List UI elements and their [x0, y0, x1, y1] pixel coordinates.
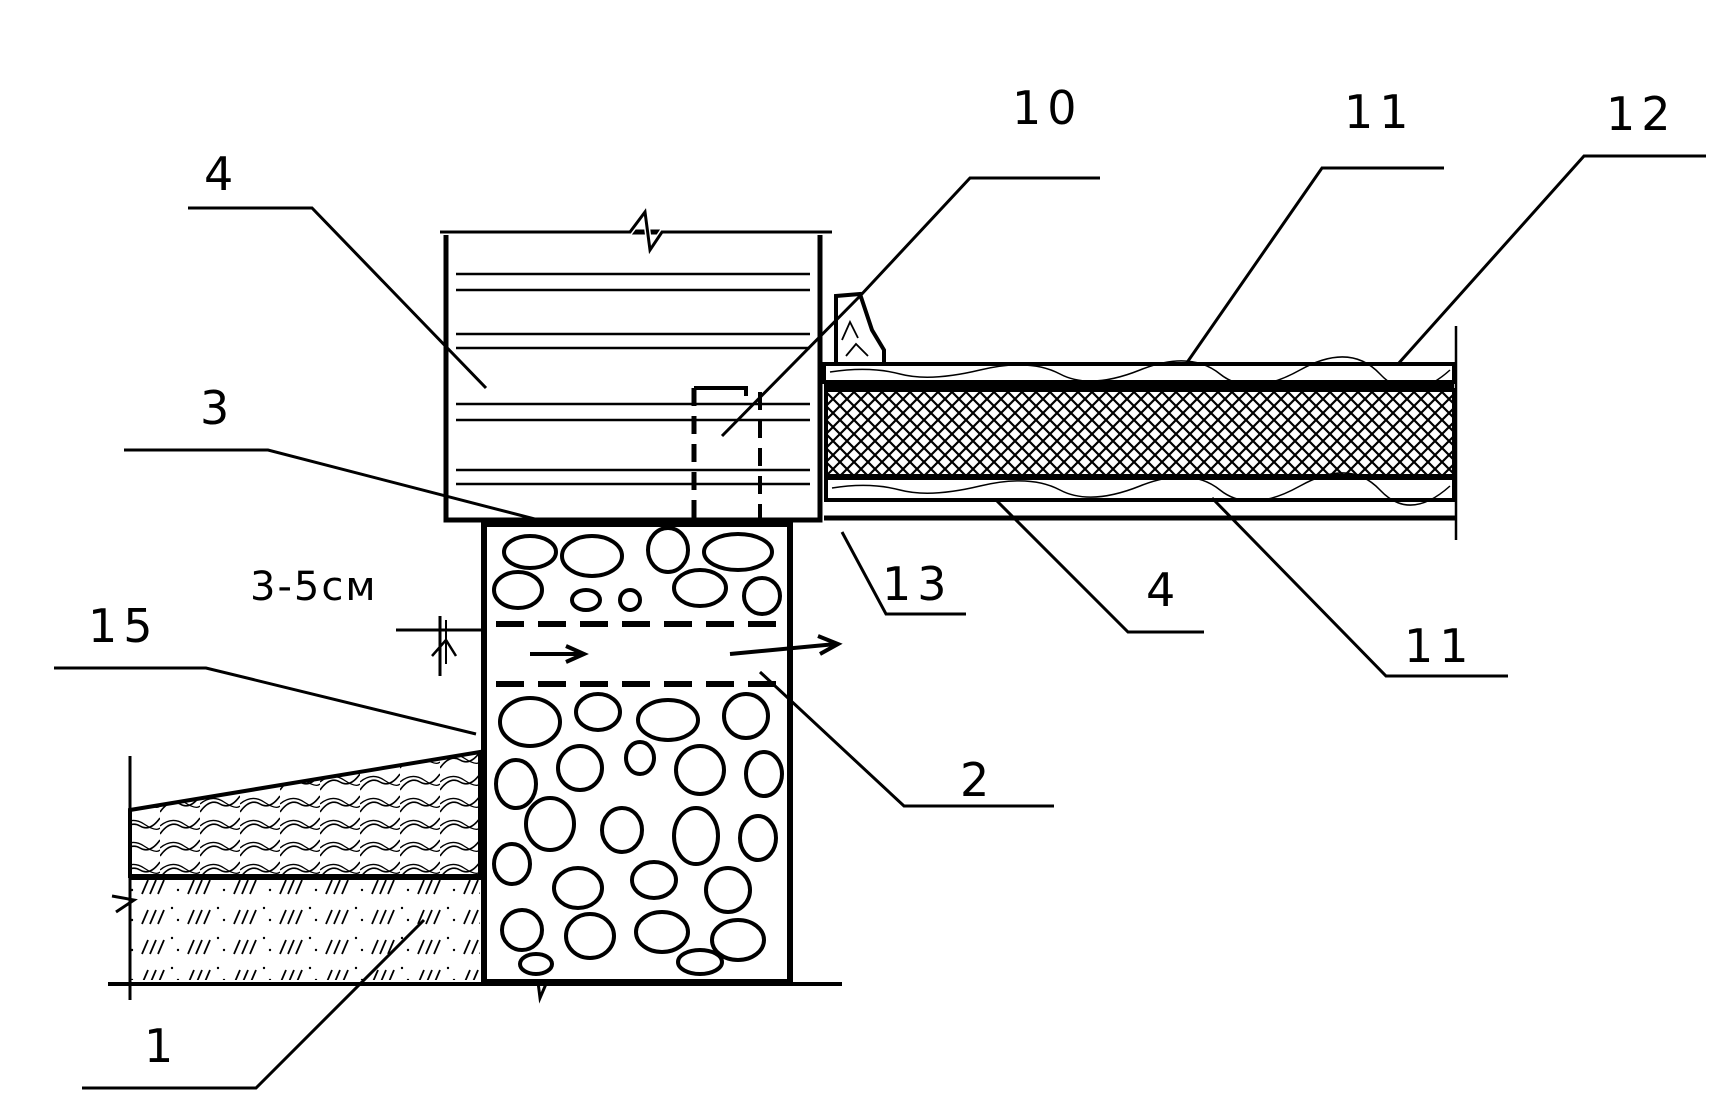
label-10: 10: [1012, 81, 1083, 135]
floor-structure: [822, 291, 1458, 540]
label-11-bottom: 11: [1404, 619, 1475, 673]
label-12: 12: [1606, 87, 1677, 141]
label-11-top: 11: [1344, 85, 1415, 139]
leader-lines: [54, 154, 1706, 1090]
rubble-foundation: [481, 521, 843, 1004]
label-2: 2: [960, 753, 995, 807]
label-1: 1: [144, 1019, 179, 1073]
label-13: 13: [882, 557, 953, 611]
label-3: 3: [200, 381, 235, 435]
ground-and-blind-area: [108, 749, 842, 1000]
label-4-top: 4: [204, 147, 239, 201]
dimension-label: 3-5см: [250, 564, 378, 610]
label-15: 15: [88, 599, 159, 653]
vent-gap-dimension: [396, 616, 484, 676]
timber-wall: [440, 204, 832, 523]
label-4-bottom: 4: [1146, 563, 1181, 617]
